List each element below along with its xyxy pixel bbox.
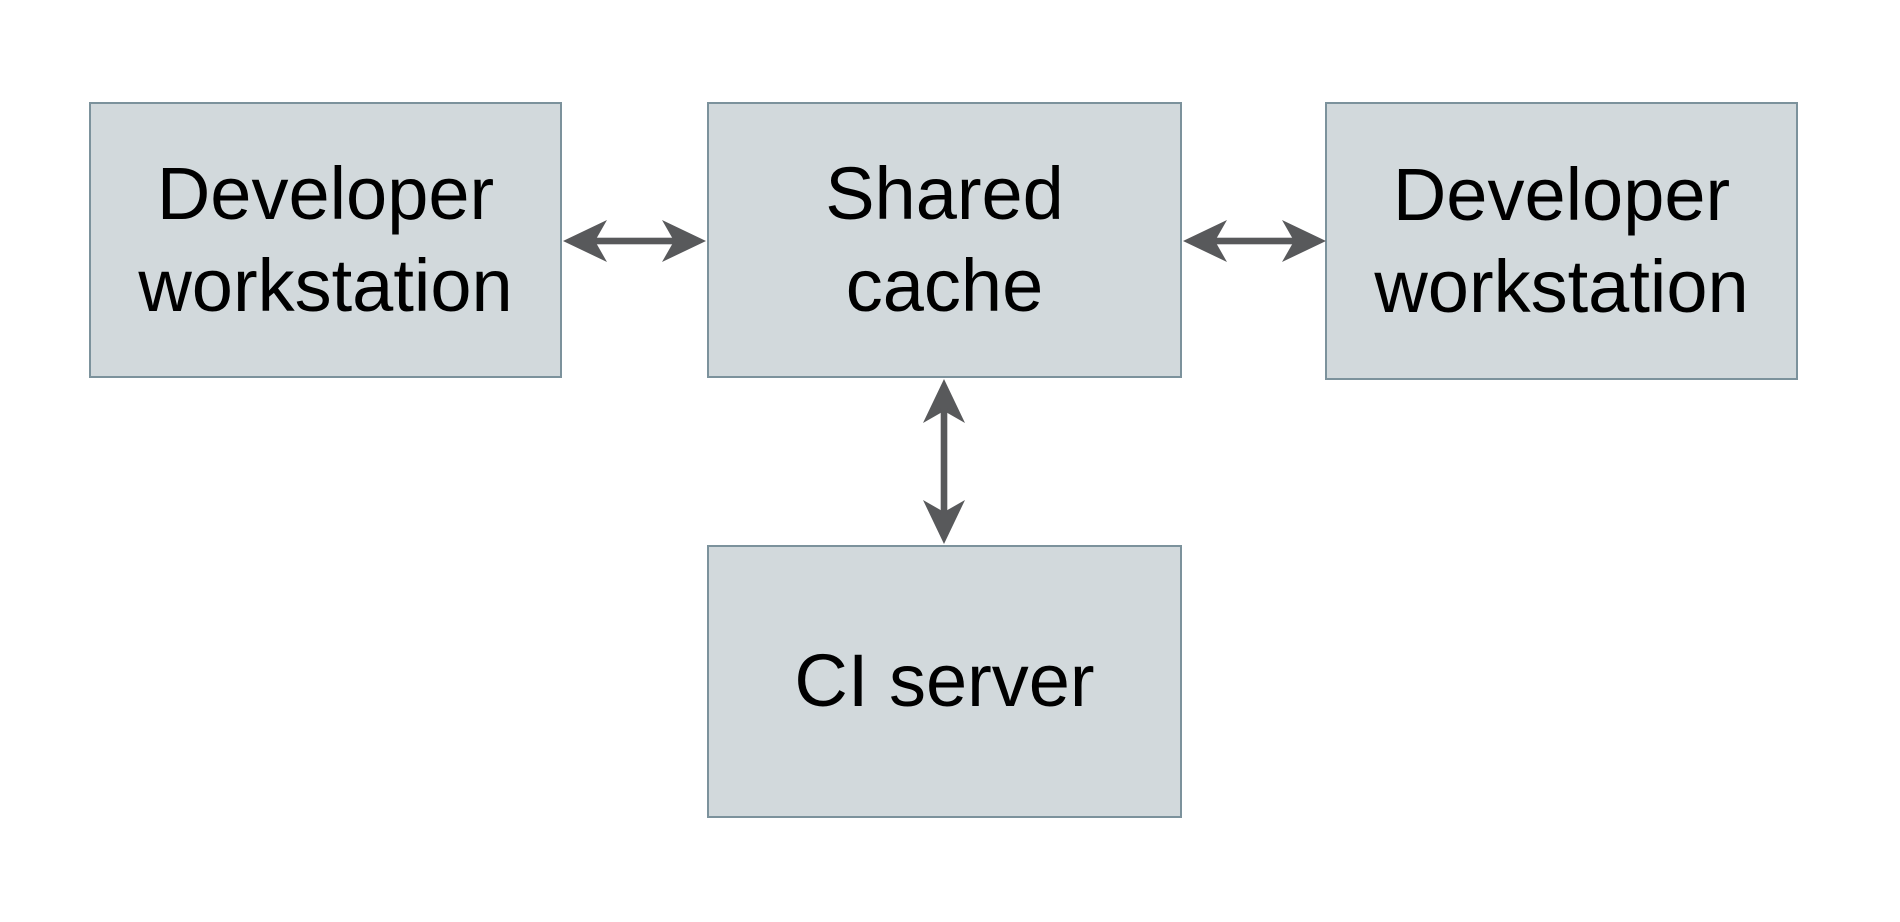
arrow-shaft (592, 237, 677, 245)
edge-workstation-left-shared-cache (562, 213, 707, 269)
edge-shared-cache-ci-server (916, 378, 972, 545)
arrowhead-left (1183, 220, 1227, 262)
node-label: Developer workstation (138, 151, 513, 328)
arrowhead-right (1282, 220, 1326, 262)
node-developer-workstation-left: Developer workstation (89, 102, 562, 378)
arrowhead-right (662, 220, 706, 262)
node-ci-server: CI server (707, 545, 1182, 818)
edge-shared-cache-workstation-right (1182, 213, 1327, 269)
node-label: Shared cache (825, 151, 1064, 328)
node-label: Developer workstation (1374, 152, 1749, 329)
arrowhead-bottom (923, 500, 965, 544)
arrow-shaft (940, 408, 948, 515)
arrowhead-left (563, 220, 607, 262)
double-headed-arrow-horizontal-icon (1183, 220, 1326, 262)
arrowhead-top (923, 379, 965, 423)
node-label: CI server (794, 639, 1095, 723)
node-shared-cache: Shared cache (707, 102, 1182, 378)
double-headed-arrow-vertical-icon (923, 379, 965, 544)
node-developer-workstation-right: Developer workstation (1325, 102, 1798, 380)
arrow-shaft (1212, 237, 1297, 245)
double-headed-arrow-horizontal-icon (563, 220, 706, 262)
